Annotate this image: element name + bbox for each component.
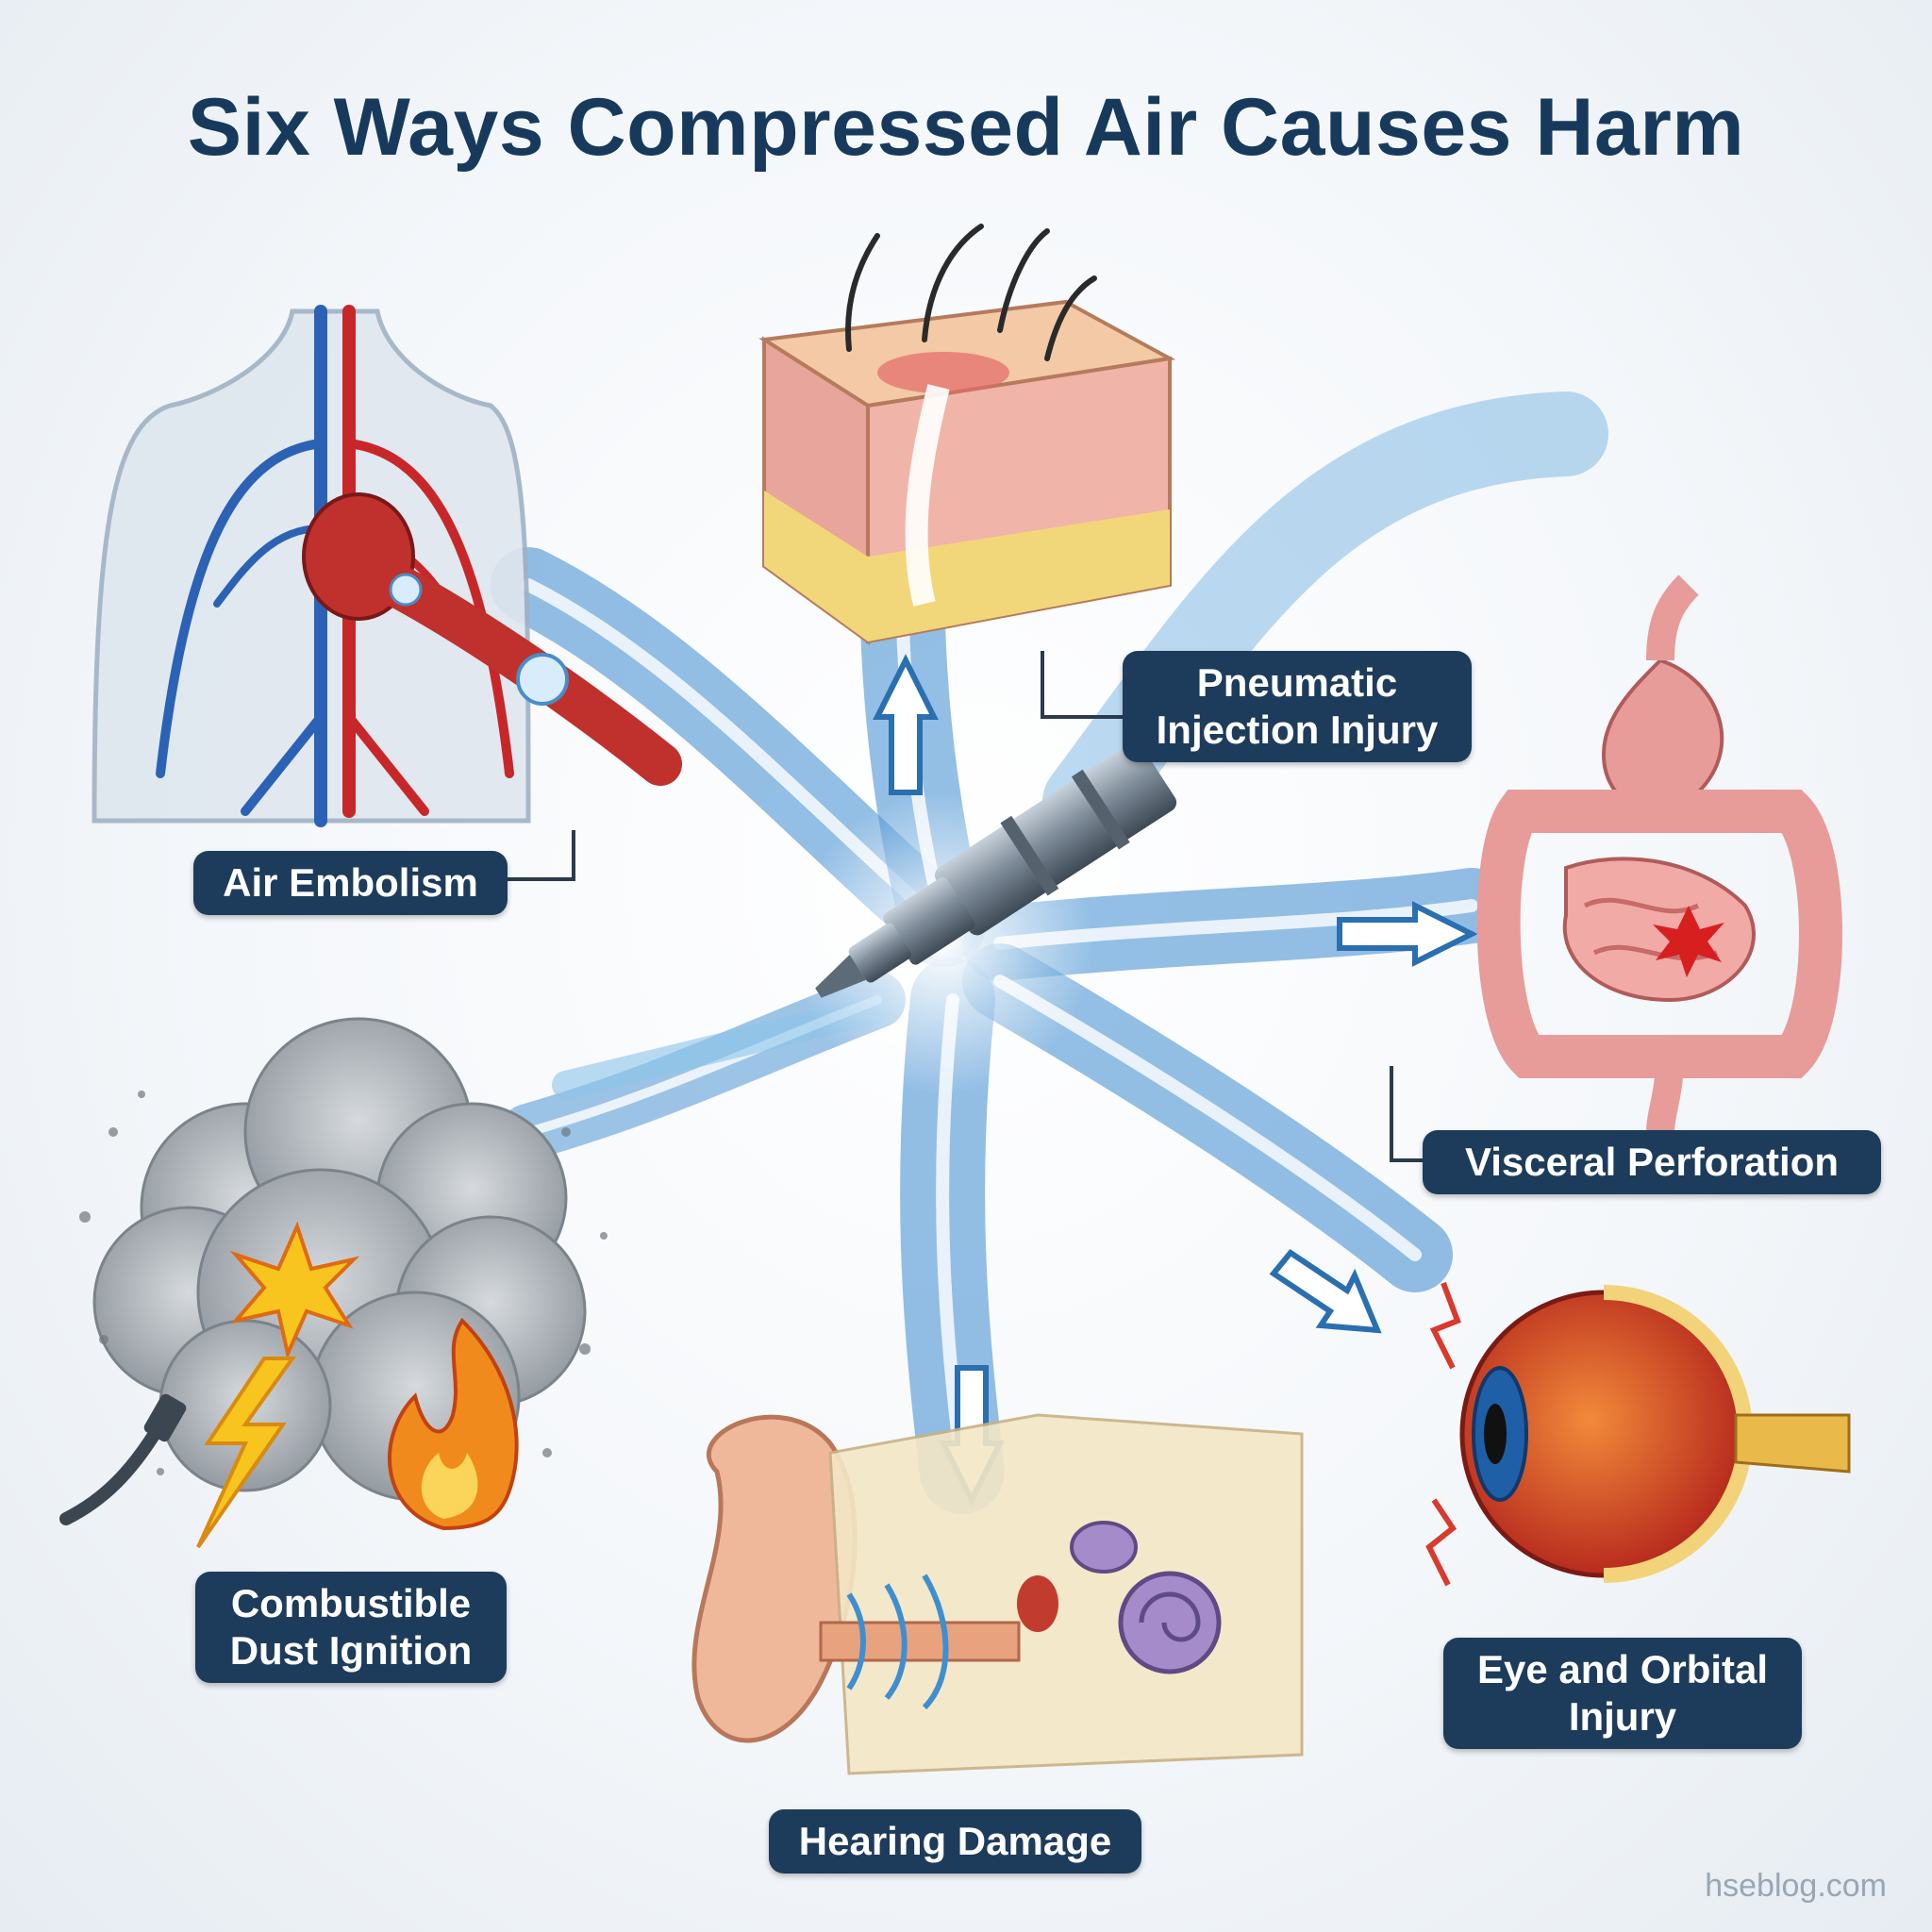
ear-illustration [691,1413,1304,1775]
flame-icon [388,1317,519,1531]
sound-wave-icon [846,1592,866,1690]
label-dust-ignition: Combustible Dust Ignition [195,1572,507,1683]
eye-illustration [1425,1281,1851,1587]
arrow-down-right-icon [1269,1248,1382,1334]
label-pneumatic-injection: Pneumatic Injection Injury [1123,651,1472,762]
label-visceral-perforation: Visceral Perforation [1423,1130,1881,1194]
air-nozzle-icon [792,742,1177,1094]
watermark: hseblog.com [1705,1868,1887,1904]
page-title: Six Ways Compressed Air Causes Harm [187,82,1745,173]
power-cable-icon [59,1418,167,1525]
label-hearing-damage: Hearing Damage [769,1809,1141,1874]
rupture-star-icon [1653,906,1724,977]
intestines-illustration [1476,575,1842,1133]
air-bubble-icon [516,653,569,706]
impact-spark-icon [1429,1281,1461,1370]
skin-cross-section-illustration [758,224,1176,645]
arrow-right-icon [1337,901,1478,967]
lightning-bolt-icon [196,1357,296,1549]
leader-lines [508,651,1423,1162]
arrow-up-icon [873,654,939,795]
air-embolism-illustration [92,305,682,827]
label-air-embolism: Air Embolism [193,851,508,915]
dust-cloud-illustration [59,1017,608,1549]
spark-burst-icon [229,1221,360,1360]
cochlea-icon [1118,1571,1222,1674]
label-eye-orbital: Eye and Orbital Injury [1443,1638,1802,1749]
